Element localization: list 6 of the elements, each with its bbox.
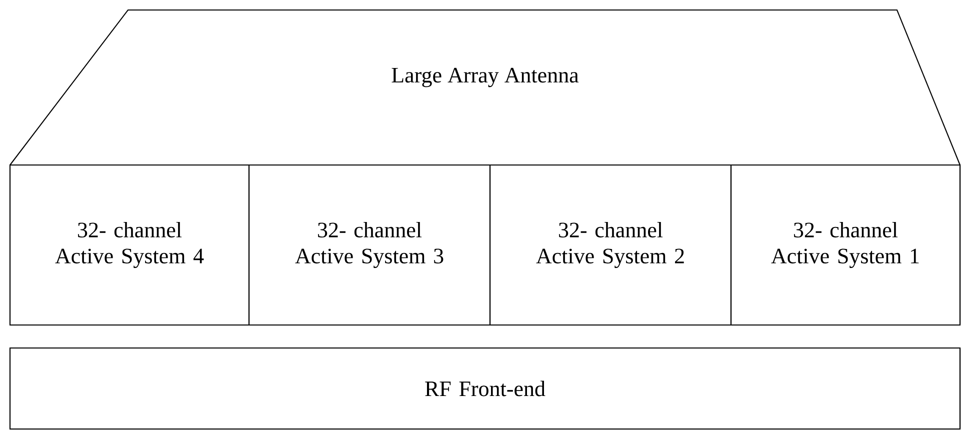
block-box: 32- channel Active System 2: [489, 164, 732, 326]
block-box: 32- channel Active System 1: [730, 164, 961, 326]
block-box: 32- channel Active System 3: [248, 164, 491, 326]
antenna-trapezoid: Large Array Antenna: [10, 9, 960, 166]
block-box: 32- channel Active System 4: [9, 164, 250, 326]
block-box: RF Front-end: [9, 347, 961, 430]
